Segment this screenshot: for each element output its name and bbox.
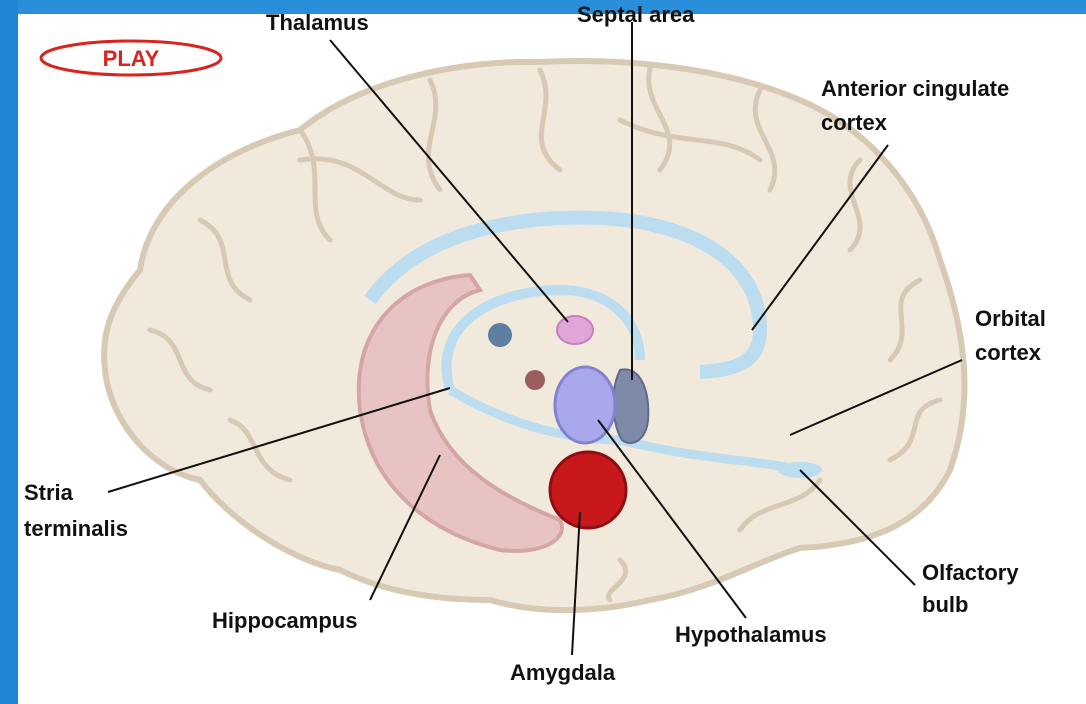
node-brown — [525, 370, 545, 390]
label-stria-1: Stria — [24, 480, 74, 505]
label-hippocampus: Hippocampus — [212, 608, 357, 633]
label-anterior-cingulate-2: cortex — [821, 110, 888, 135]
thalamus-shape — [557, 316, 593, 344]
label-thalamus: Thalamus — [266, 10, 369, 35]
label-stria-2: terminalis — [24, 516, 128, 541]
play-button[interactable]: PLAY — [41, 41, 221, 75]
label-amygdala: Amygdala — [510, 660, 616, 685]
label-olfactory-2: bulb — [922, 592, 968, 617]
label-septal-area: Septal area — [577, 2, 695, 27]
play-button-label: PLAY — [103, 46, 160, 71]
label-anterior-cingulate-1: Anterior cingulate — [821, 76, 1009, 101]
label-olfactory-1: Olfactory — [922, 560, 1019, 585]
label-hypothalamus: Hypothalamus — [675, 622, 827, 647]
label-orbital-1: Orbital — [975, 306, 1046, 331]
label-orbital-2: cortex — [975, 340, 1042, 365]
amygdala-shape — [550, 452, 626, 528]
node-blue — [488, 323, 512, 347]
